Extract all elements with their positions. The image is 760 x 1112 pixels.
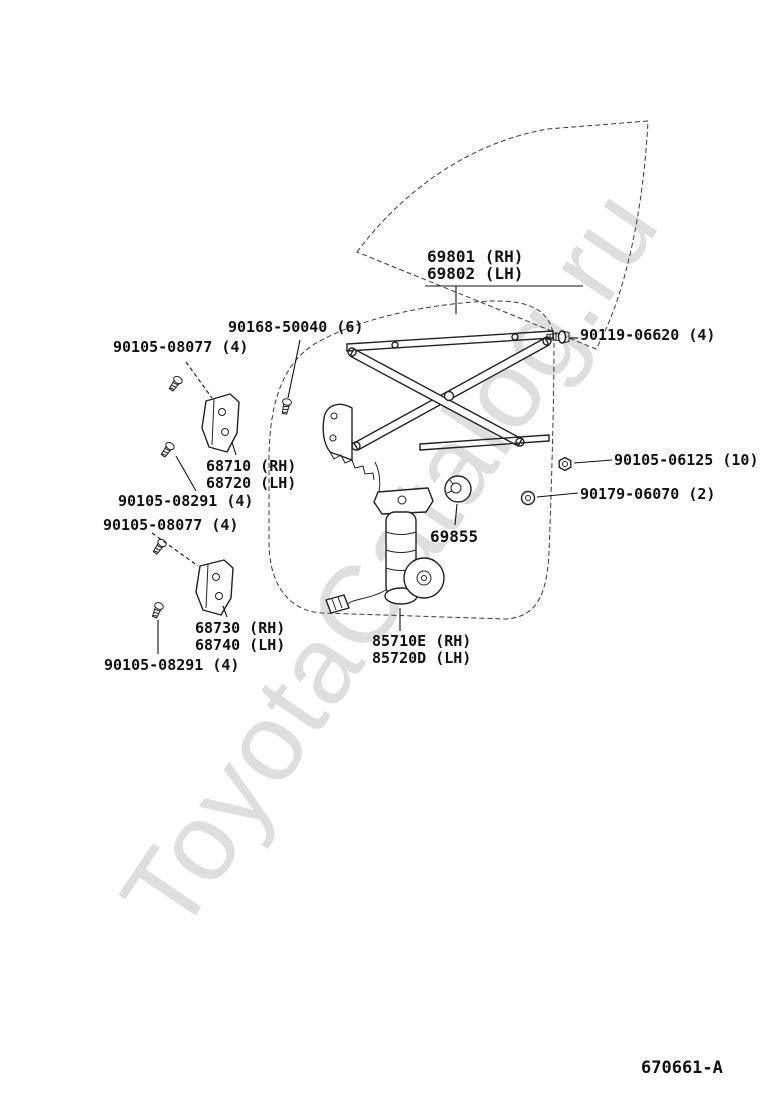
part-label-regulator-motor: 85710E (RH) 85720D (LH): [372, 633, 471, 667]
part-label-90105-06125: 90105-06125 (10): [614, 451, 759, 469]
part-label-hinge-lower: 68730 (RH) 68740 (LH): [195, 620, 285, 654]
part-label-regulator-motor-lh: 85720D (LH): [372, 649, 472, 667]
door-glass-outline: [356, 120, 649, 350]
arm-roller: [347, 347, 357, 357]
screw-08077-lower: [150, 537, 169, 556]
part-label-glass: 69801 (RH) 69802 (LH): [427, 248, 523, 282]
part-label-hinge-lower-rh: 68730 (RH): [195, 619, 286, 637]
part-label-90105-08291-upper: 90105-08291 (4): [118, 492, 254, 510]
drawing-number: 670661-A: [641, 1058, 723, 1078]
flange-nut: [558, 456, 572, 472]
regulator-pivot: [443, 390, 455, 402]
part-label-regulator-motor-rh: 85710E (RH): [372, 632, 472, 650]
part-label-glass-rh: 69801 (RH): [427, 247, 524, 266]
regulator-sector-gear: [322, 403, 381, 505]
part-label-hinge-upper: 68710 (RH) 68720 (LH): [206, 458, 296, 492]
part-label-90168-50040: 90168-50040 (6): [228, 318, 364, 336]
grommet: [520, 490, 536, 506]
regulator-lower-rail: [419, 434, 550, 451]
part-label-glass-lh: 69802 (LH): [427, 264, 524, 283]
part-label-90105-08077-upper: 90105-08077 (4): [113, 338, 249, 356]
part-label-90179-06070: 90179-06070 (2): [580, 485, 716, 503]
door-hinge-lower: [195, 559, 234, 616]
door-hinge-upper: [201, 393, 240, 453]
screw-08291-lower: [149, 600, 165, 620]
screw-90168: [279, 397, 293, 416]
regulator-motor: [325, 487, 445, 614]
part-label-90119-06620: 90119-06620 (4): [580, 326, 716, 344]
arm-roller: [515, 437, 525, 447]
leader-lines: [151, 285, 613, 654]
part-label-hinge-upper-rh: 68710 (RH): [206, 457, 297, 475]
regulator-upper-rail: [346, 330, 554, 352]
screw-08291-upper: [158, 440, 177, 459]
part-label-69855: 69855: [430, 527, 479, 546]
part-label-90105-08077-lower: 90105-08077 (4): [103, 516, 239, 534]
screw-08077-upper: [166, 374, 185, 393]
part-label-90105-08291-lower: 90105-08291 (4): [104, 656, 240, 674]
handle-snap-ring: [444, 475, 472, 503]
part-label-hinge-lower-lh: 68740 (LH): [195, 636, 286, 654]
part-label-hinge-upper-lh: 68720 (LH): [206, 474, 297, 492]
door-side-bolt: [546, 330, 570, 344]
